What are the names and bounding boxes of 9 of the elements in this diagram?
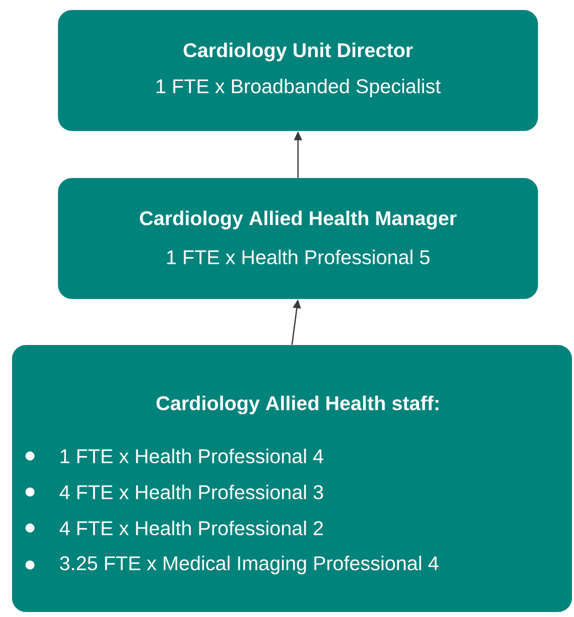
box-heading: Cardiology Allied Health Manager (140, 210, 457, 230)
box-subtitle: 1 FTE x Broadbanded Specialist (156, 78, 441, 98)
list-item: 3.25 FTE x Medical Imaging Professional 4 (60, 556, 438, 574)
box-subtitle: 1 FTE x Health Professional 5 (167, 250, 430, 264)
box-heading: Cardiology Unit Director (184, 42, 413, 62)
list-item: 4 FTE x Health Professional 3 (60, 484, 323, 500)
box-heading: Cardiology Allied Health staff: (156, 396, 438, 414)
list-item: 4 FTE x Health Professional 2 (60, 520, 323, 536)
list-item: 1 FTE x Health Professional 4 (60, 448, 324, 464)
